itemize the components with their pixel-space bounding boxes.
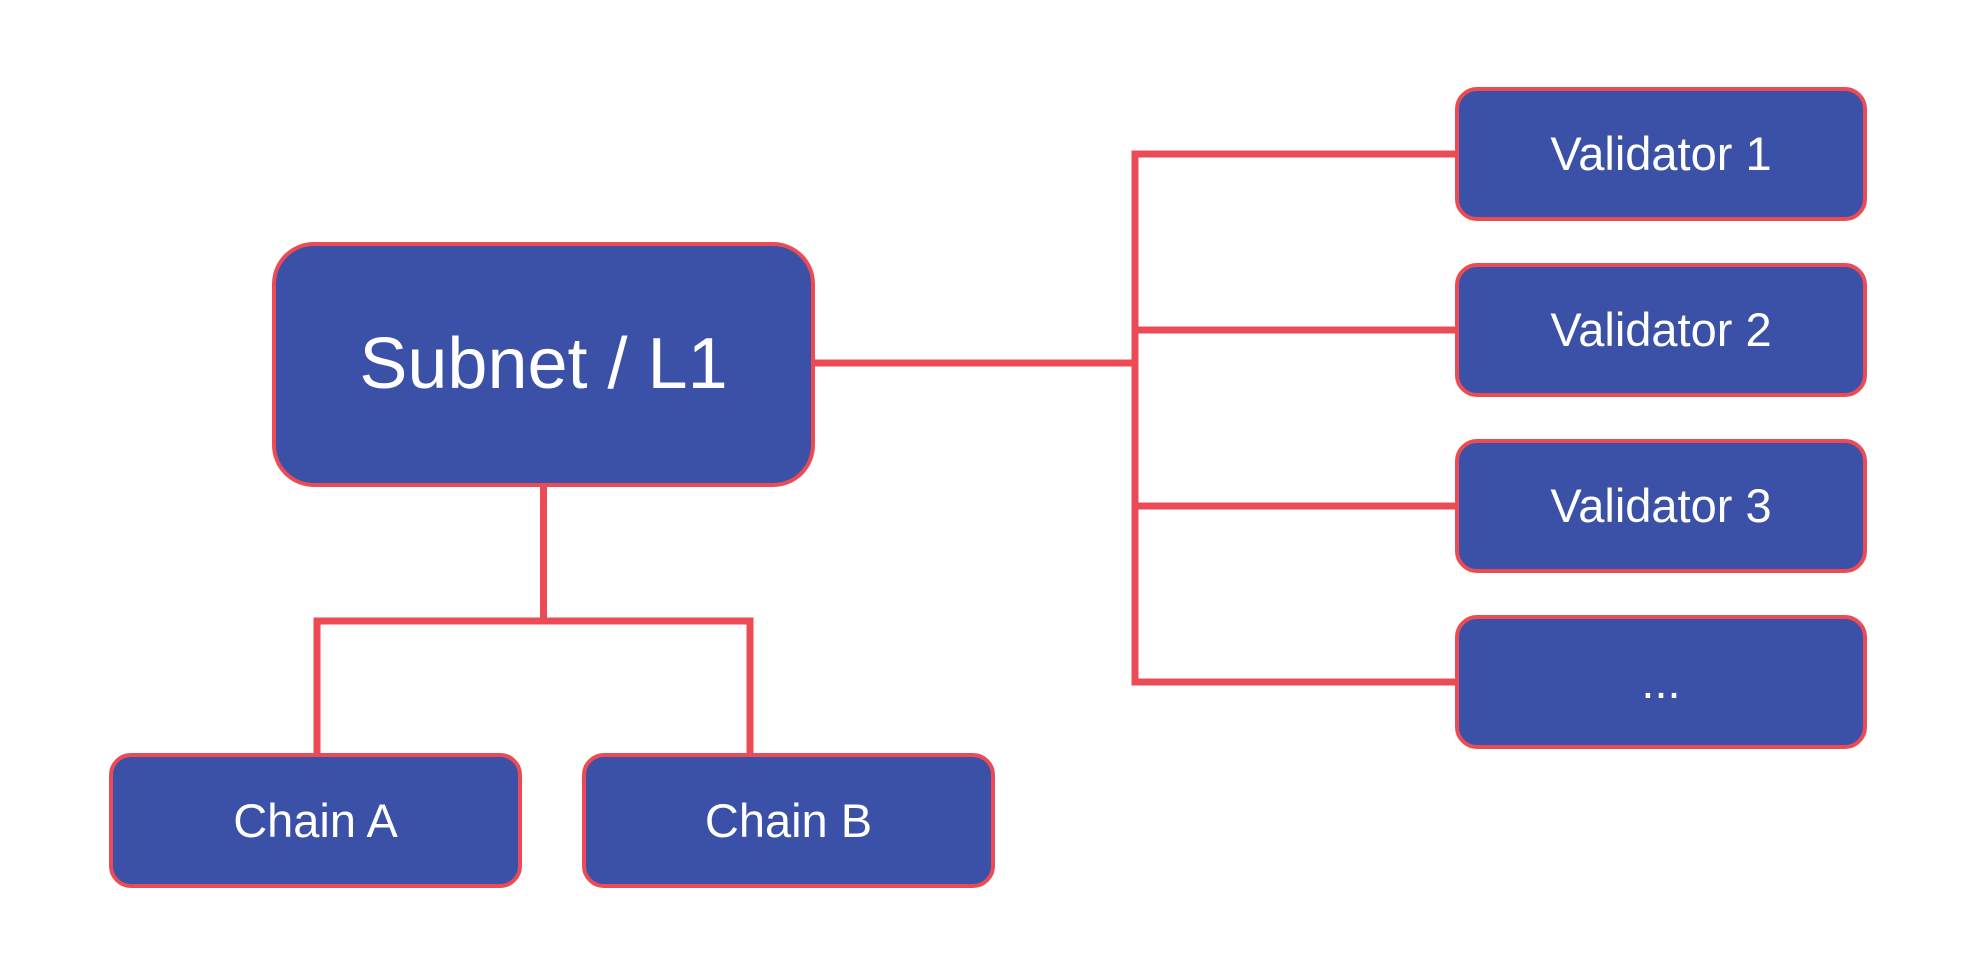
node-validator-1-label: Validator 1 <box>1550 127 1772 181</box>
node-validator-1: Validator 1 <box>1455 87 1867 221</box>
node-validator-2: Validator 2 <box>1455 263 1867 397</box>
node-subnet-l1: Subnet / L1 <box>272 242 815 487</box>
node-chain-b-label: Chain B <box>704 793 873 847</box>
node-validator-more: ... <box>1455 615 1867 749</box>
node-chain-a: Chain A <box>109 753 522 888</box>
node-chain-a-label: Chain A <box>233 793 398 847</box>
node-validator-more-label: ... <box>1641 655 1681 709</box>
node-subnet-l1-label: Subnet / L1 <box>359 323 728 404</box>
node-validator-3-label: Validator 3 <box>1550 479 1772 533</box>
node-chain-b: Chain B <box>582 753 995 888</box>
node-validator-3: Validator 3 <box>1455 439 1867 573</box>
node-validator-2-label: Validator 2 <box>1550 303 1772 357</box>
